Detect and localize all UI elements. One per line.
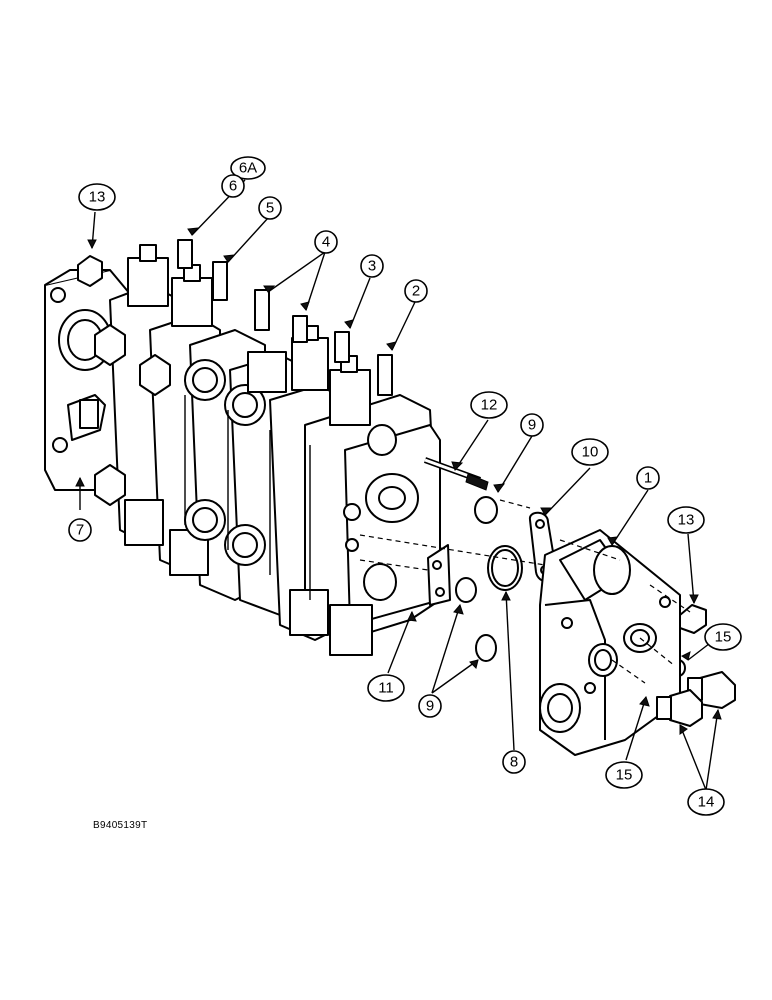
callout-7: 7 xyxy=(68,518,92,542)
arrowheads xyxy=(75,227,722,735)
callout-label: 2 xyxy=(412,283,420,300)
callout-14: 14 xyxy=(687,788,725,816)
callout-label: 8 xyxy=(510,754,518,771)
callout-label: 15 xyxy=(616,767,633,784)
callout-10: 10 xyxy=(571,438,609,466)
nut-13-left xyxy=(77,255,103,287)
callout-label: 6 xyxy=(229,178,237,195)
callout-9-upper: 9 xyxy=(520,413,544,437)
callout-9-lower: 9 xyxy=(418,694,442,718)
control-valve-assembly xyxy=(44,239,441,656)
callout-12: 12 xyxy=(470,391,508,419)
callout-1: 1 xyxy=(636,466,660,490)
callout-3: 3 xyxy=(360,254,384,278)
callout-label: 11 xyxy=(378,680,394,697)
callout-label: 7 xyxy=(76,522,84,539)
callout-label: 3 xyxy=(368,258,376,275)
callout-15-upper: 15 xyxy=(704,623,742,651)
callout-13-right: 13 xyxy=(667,506,705,534)
callout-4: 4 xyxy=(314,230,338,254)
callout-8: 8 xyxy=(502,750,526,774)
callout-label: 6A xyxy=(239,160,257,177)
callout-5: 5 xyxy=(258,196,282,220)
nut-13-right xyxy=(679,604,707,634)
callout-6a: 6A xyxy=(230,156,266,180)
callout-label: 13 xyxy=(89,189,106,206)
callout-label: 5 xyxy=(266,200,274,217)
callout-label: 13 xyxy=(678,512,695,529)
callout-2: 2 xyxy=(404,279,428,303)
callout-label: 9 xyxy=(528,417,536,434)
callout-label: 4 xyxy=(322,234,330,251)
callout-label: 10 xyxy=(582,444,599,461)
callout-13-left: 13 xyxy=(78,183,116,211)
figure-id: B9405139T xyxy=(93,820,148,831)
callout-15-lower: 15 xyxy=(605,761,643,789)
callout-6: 6 xyxy=(221,174,245,198)
explosion-lines xyxy=(359,499,691,684)
callout-label: 9 xyxy=(426,698,434,715)
callout-11: 11 xyxy=(367,674,405,702)
callout-label: 14 xyxy=(698,794,715,811)
gasket-11 xyxy=(427,544,451,606)
tie-rod xyxy=(423,457,489,491)
plugs-14 xyxy=(656,671,736,727)
end-cover xyxy=(539,529,681,756)
callout-label: 1 xyxy=(644,470,652,487)
callout-label: 12 xyxy=(481,397,498,414)
callout-label: 15 xyxy=(715,629,732,646)
